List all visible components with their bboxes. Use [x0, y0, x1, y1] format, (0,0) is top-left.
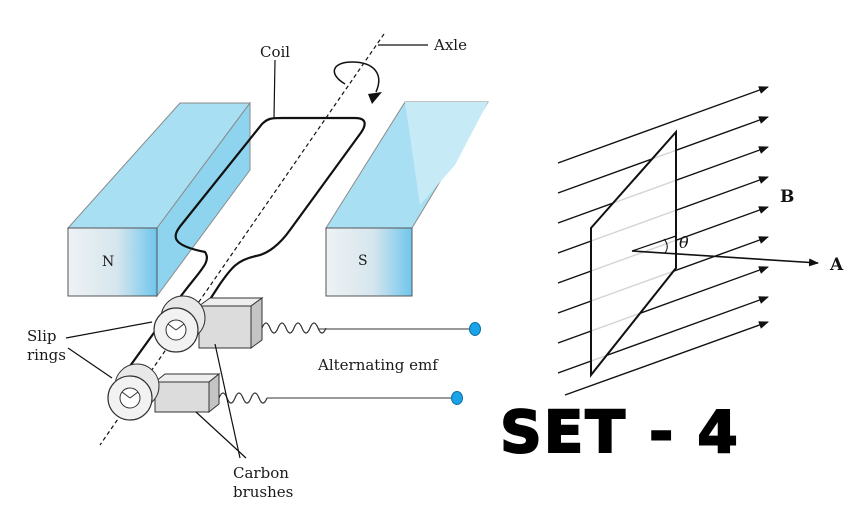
axle-label: Axle	[433, 36, 467, 54]
field-reference-line	[631, 235, 677, 252]
lower-brush-top	[153, 373, 221, 383]
slip-rings-leader-upper	[65, 321, 153, 339]
carbon-brushes-label-line1: Carbon	[233, 464, 289, 482]
south-magnet-sheen	[405, 102, 488, 205]
lower-brush-side	[208, 372, 220, 414]
carbon-brushes-leader-lower	[195, 411, 247, 459]
upper-brush-side	[250, 297, 263, 349]
lower-slip-ring-assembly	[107, 363, 463, 421]
upper-spring	[261, 322, 327, 334]
coil-label: Coil	[260, 43, 290, 61]
set-label: SET - 4	[500, 398, 740, 466]
slip-rings-label-line2: rings	[27, 346, 66, 364]
rotation-arrowhead-icon	[368, 92, 382, 104]
upper-slip-ring-assembly	[153, 295, 481, 353]
flux-diagram: B A θ	[557, 86, 844, 396]
lower-carbon-brush	[154, 381, 210, 413]
north-pole-label: N	[102, 254, 114, 270]
carbon-brushes-leader-upper	[214, 343, 241, 459]
north-magnet: N	[66, 101, 251, 298]
lower-ring-spoke	[121, 391, 131, 399]
alternating-emf-label: Alternating emf	[317, 356, 439, 374]
south-magnet: S	[325, 101, 489, 297]
coil-loop	[119, 116, 366, 381]
north-magnet-front-face	[67, 227, 158, 297]
area-a-label: A	[829, 255, 844, 275]
angle-theta-label: θ	[679, 233, 689, 252]
slip-rings-label-line1: Slip	[27, 327, 56, 345]
lower-terminal	[451, 391, 463, 405]
field-line-8	[557, 296, 769, 374]
carbon-brushes-label-line2: brushes	[233, 483, 293, 501]
upper-ring-spoke-2	[175, 323, 185, 331]
field-b-label: B	[780, 187, 794, 207]
upper-ring-spoke	[167, 323, 177, 331]
slip-rings-leader-lower	[67, 347, 113, 379]
field-line-1	[557, 86, 769, 164]
upper-terminal	[469, 322, 481, 336]
south-pole-label: S	[358, 253, 368, 269]
rotation-arrow-icon	[333, 61, 380, 93]
upper-carbon-brush	[198, 305, 252, 349]
south-magnet-front-face	[325, 227, 413, 297]
area-vector-arrow	[631, 250, 819, 267]
area-plane	[590, 129, 677, 378]
lower-ring-spoke-2	[129, 391, 139, 399]
field-line-9	[564, 321, 769, 396]
ac-generator-diagram: N S Coil Axle	[27, 33, 489, 501]
coil-leader-line	[273, 59, 276, 119]
angle-arc	[663, 238, 668, 254]
